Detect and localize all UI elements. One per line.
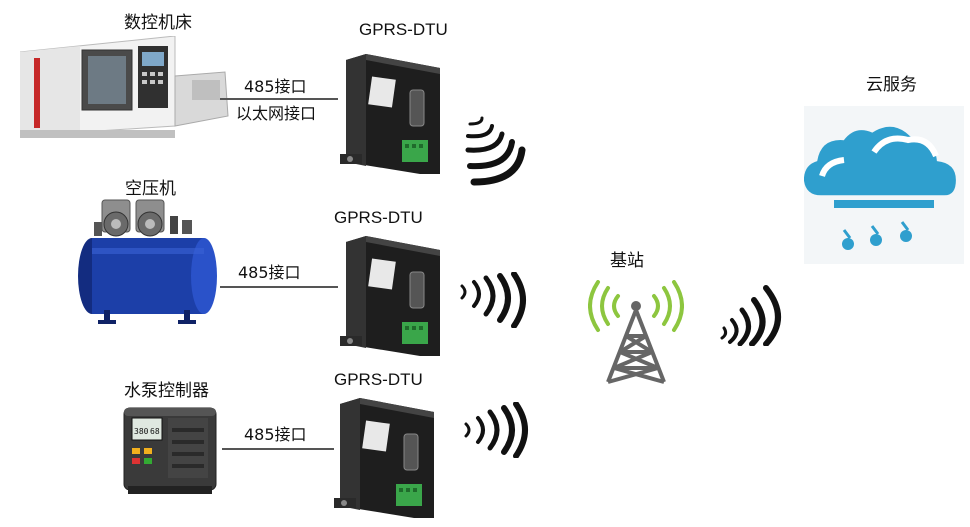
pump-485-interface-label: 485接口 [244, 425, 307, 444]
cloud-service-icon [804, 106, 964, 264]
gprs-dtu-device-2 [340, 236, 440, 356]
compressor-label: 空压机 [125, 179, 176, 199]
compressor-connection-line [220, 286, 338, 288]
cloud-service-label: 云服务 [866, 75, 917, 95]
pump-display-value-b: 68 [150, 427, 160, 436]
wireless-signal-icon-1 [465, 116, 526, 186]
gprs-dtu-device-3 [334, 398, 434, 518]
pump-display-value-a: 380 [134, 427, 149, 436]
cnc-ethernet-interface-label: 以太网接口 [236, 104, 317, 123]
svg-text:380: 380 [134, 427, 149, 436]
base-station-label: 基站 [610, 251, 644, 271]
dtu-title-2: GPRS-DTU [334, 208, 423, 227]
dtu-title-3: GPRS-DTU [334, 370, 423, 389]
dtu-title-1: GPRS-DTU [359, 20, 448, 39]
cnc-machine-image [20, 36, 229, 138]
cnc-connection-line [220, 98, 338, 100]
wireless-signal-icon-2 [460, 272, 526, 328]
air-compressor-image [78, 199, 217, 324]
cnc-label: 数控机床 [124, 13, 192, 33]
wireless-signal-icon-4 [720, 285, 781, 346]
compressor-485-interface-label: 485接口 [238, 263, 301, 282]
cnc-485-interface-label: 485接口 [244, 77, 307, 96]
pump-connection-line [222, 448, 334, 450]
svg-text:68: 68 [150, 427, 160, 436]
gprs-dtu-device-1 [340, 54, 440, 174]
pump-controller-label: 水泵控制器 [124, 381, 209, 401]
wireless-signal-icon-3 [464, 402, 528, 458]
pump-controller-image: 380 68 [123, 407, 217, 494]
base-station-tower-icon [588, 280, 684, 384]
